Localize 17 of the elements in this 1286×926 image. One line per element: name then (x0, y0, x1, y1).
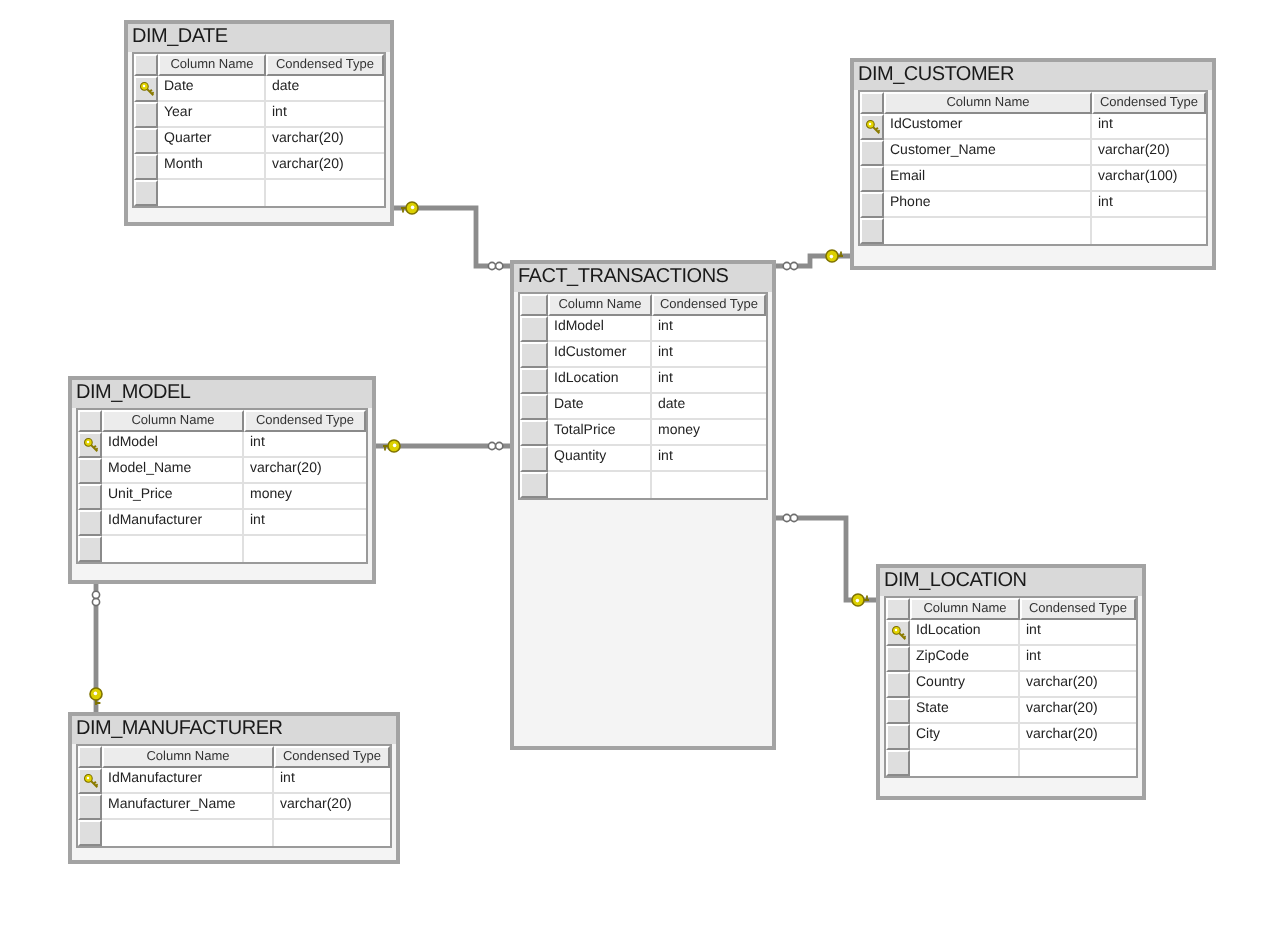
table-title: DIM_MANUFACTURER (76, 718, 283, 742)
entity-table (68, 376, 376, 584)
relationship-line (776, 513, 876, 607)
entity-table (876, 564, 1146, 800)
table-title: DIM_LOCATION (884, 570, 1027, 594)
table-title: DIM_DATE (132, 26, 228, 50)
entity-table (68, 712, 400, 864)
relationship-line (394, 201, 510, 271)
table-title: FACT_TRANSACTIONS (518, 266, 729, 290)
relationship-line (776, 249, 850, 271)
entity-table (850, 58, 1216, 270)
entity-table (124, 20, 394, 226)
entity-table (510, 260, 776, 750)
relationship-line (376, 439, 510, 453)
table-title: DIM_CUSTOMER (858, 64, 1014, 88)
table-title: DIM_MODEL (76, 382, 191, 406)
relationship-line (89, 584, 103, 712)
